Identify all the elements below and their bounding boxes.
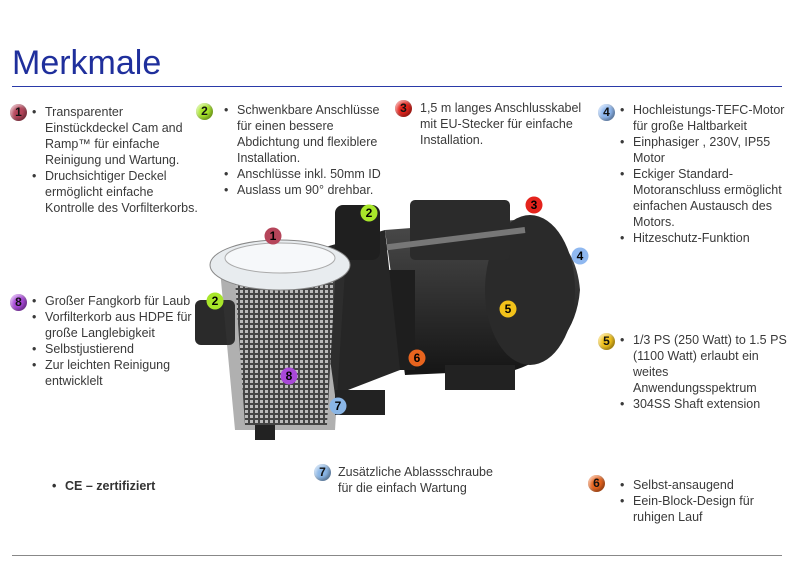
marker-6 [408,349,426,367]
feature-3: 1,5 m langes Anschlusskabel mit EU-Steck… [420,101,582,147]
feature-1-item: Transparenter Einstückdeckel Cam and Ram… [32,104,200,168]
feature-2-item: Schwenkbare Anschlüsse für einen bessere… [224,102,392,166]
feature-2: Schwenkbare Anschlüsse für einen bessere… [222,102,392,198]
badge-1: 1 [10,104,27,121]
marker-1 [264,227,282,245]
feature-1-item: Druchsichtiger Deckel ermöglicht einfach… [32,168,200,216]
marker-7-label: 7 [335,399,342,413]
badge-3: 3 [395,100,412,117]
marker-6-label: 6 [414,351,421,365]
marker-4-label: 4 [577,249,584,263]
inlet [195,300,235,345]
marker-3 [525,196,543,214]
ce-certified: CE – zertifiziert [50,478,155,494]
feature-2-item: Auslass um 90° drehbar. [224,182,392,198]
marker-3-label: 3 [531,198,538,212]
feature-5: 1/3 PS (250 Watt) to 1.5 PS (1100 Watt) … [618,332,788,412]
marker-2b [206,292,224,310]
marker-1-label: 1 [270,229,277,243]
marker-2 [360,204,378,222]
feature-1: Transparenter Einstückdeckel Cam and Ram… [30,104,200,216]
feature-2-item: Anschlüsse inkl. 50mm ID [224,166,392,182]
feature-8-item: Zur leichten Reinigung entwicklelt [32,357,200,389]
feature-6-item: Eein-Block-Design für ruhigen Lauf [620,493,788,525]
feature-4-item: Eckiger Standard-Motoranschluss ermöglic… [620,166,788,230]
footer-divider [12,555,782,556]
feature-8-item: Vorfilterkorb aus HDPE für große Langleb… [32,309,200,341]
feature-4: Hochleistungs-TEFC-Motor für große Haltb… [618,102,788,246]
feature-5-item: 304SS Shaft extension [620,396,788,412]
badge-5: 5 [598,333,615,350]
strainer-basket [235,280,335,425]
marker-2-label: 2 [366,206,373,220]
terminal-box [410,200,510,260]
feature-6-item: Selbst-ansaugend [620,477,788,493]
feature-8-item: Großer Fangkorb für Laub [32,293,200,309]
badge-6: 6 [588,475,605,492]
feature-5-item: 1/3 PS (250 Watt) to 1.5 PS (1100 Watt) … [620,332,788,396]
marker-5 [499,300,517,318]
marker-5-label: 5 [505,302,512,316]
feature-4-item: Einphasiger , 230V, IP55 Motor [620,134,788,166]
badge-7: 7 [314,464,331,481]
marker-8-label: 8 [286,369,293,383]
marker-8 [280,367,298,385]
title-divider [12,86,782,87]
feature-6: Selbst-ansaugendEein-Block-Design für ru… [618,477,788,525]
feature-4-item: Hitzeschutz-Funktion [620,230,788,246]
marker-4 [571,247,589,265]
ce-item: CE – zertifiziert [52,478,155,494]
badge-8: 8 [10,294,27,311]
feature-8-item: Selbstjustierend [32,341,200,357]
feature-4-item: Hochleistungs-TEFC-Motor für große Haltb… [620,102,788,134]
badge-2: 2 [196,103,213,120]
marker-2b-label: 2 [212,294,219,308]
page-title: Merkmale [12,44,162,82]
badge-4: 4 [598,104,615,121]
pump-housing [195,205,400,440]
feature-7: Zusätzliche Ablassschraube für die einfa… [338,465,493,495]
marker-7 [329,397,347,415]
pump-illustration: 1 2 2 3 4 5 6 7 8 [195,196,589,440]
feature-8: Großer Fangkorb für LaubVorfilterkorb au… [30,293,200,389]
